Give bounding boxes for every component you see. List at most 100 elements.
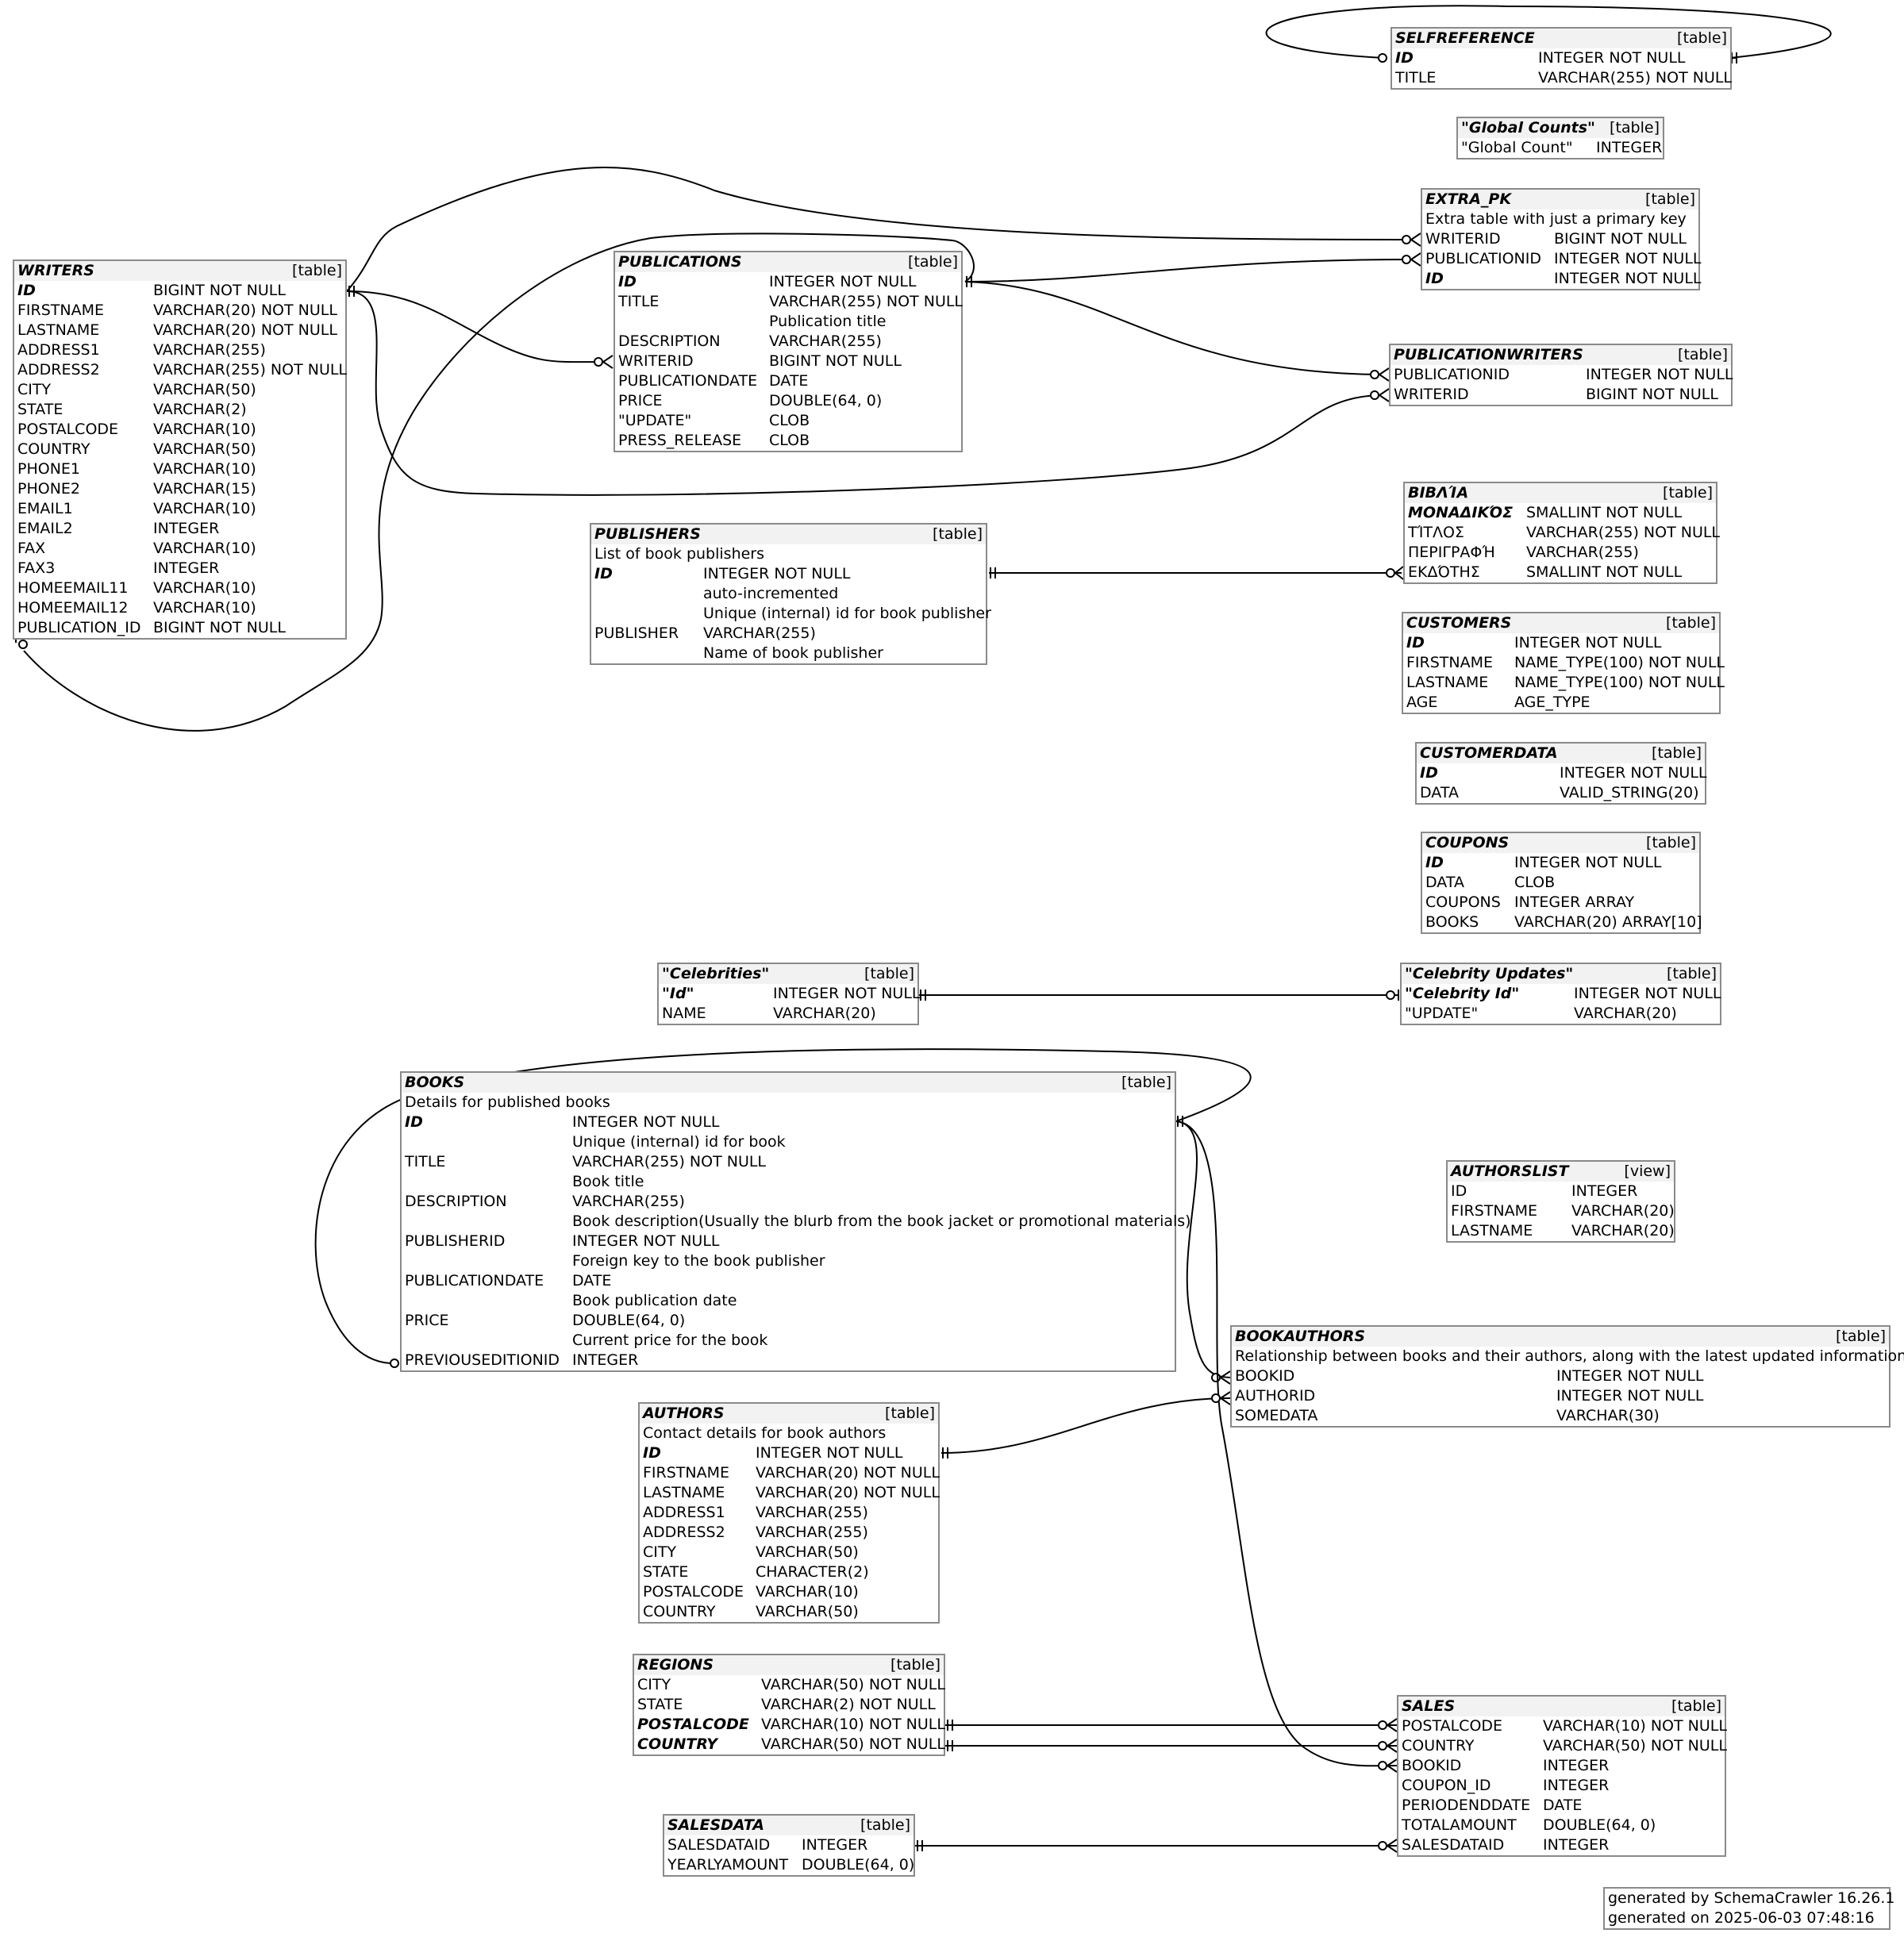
column-name: FAX	[17, 540, 46, 557]
column-type: DOUBLE(64, 0)	[769, 392, 883, 409]
table-name: ΒΙΒΛΊΑ	[1408, 484, 1469, 502]
column-type: NAME_TYPE(100) NOT NULL	[1514, 654, 1725, 671]
column-row: PRICE DOUBLE(64, 0)	[615, 391, 961, 411]
column-remark-row: auto-incremented	[591, 584, 986, 604]
column-name: ΜΟΝΑΔΙΚΌΣ	[1408, 504, 1514, 521]
column-type: BIGINT NOT NULL	[153, 619, 286, 636]
column-type: INTEGER NOT NULL	[769, 273, 917, 290]
column-type: Book publication date	[572, 1292, 737, 1309]
column-name: STATE	[637, 1696, 683, 1713]
column-name	[402, 1212, 572, 1232]
column-type: CLOB	[769, 412, 810, 429]
column-name: PUBLICATIONID	[1394, 366, 1510, 383]
column-name: HOMEEMAIL12	[17, 599, 129, 617]
table-header: SALES[table]	[1398, 1697, 1725, 1716]
column-name: PUBLICATIONDATE	[618, 372, 758, 390]
table-header: CUSTOMERDATA[table]	[1417, 744, 1705, 763]
column-type: DOUBLE(64, 0)	[1543, 1816, 1656, 1834]
column-type: INTEGER	[1596, 139, 1663, 156]
column-type: VARCHAR(20) NOT NULL	[756, 1464, 940, 1482]
column-name: WRITERID	[1394, 386, 1469, 403]
table-type: [table]	[1667, 965, 1717, 982]
table-celebrities: "Celebrities"[table]"Id"INTEGER NOT NULL…	[657, 963, 921, 1025]
column-name: "Global Count"	[1461, 139, 1573, 156]
column-name: SALESDATAID	[1402, 1836, 1505, 1854]
column-name: STATE	[643, 1563, 689, 1581]
table-type: [table]	[864, 965, 914, 982]
column-name: ΕΚΔΌΤΗΣ	[1408, 563, 1480, 581]
table-name: WRITERS	[17, 262, 94, 279]
table-type: [table]	[1610, 119, 1660, 136]
column-type: INTEGER	[153, 559, 220, 577]
column-name: PRICE	[618, 392, 663, 409]
table-remarks: Contact details for book authors	[643, 1424, 887, 1442]
column-name: TITLE	[1395, 69, 1437, 86]
column-name: POSTALCODE	[643, 1583, 744, 1601]
column-remark-row: Current price for the book	[402, 1331, 1175, 1351]
column-type: VARCHAR(10) NOT NULL	[761, 1716, 945, 1733]
column-name: HOMEEMAIL11	[17, 579, 129, 597]
table-remarks: Details for published books	[405, 1093, 610, 1111]
table-header: AUTHORS[table]	[640, 1404, 938, 1424]
column-name: DESCRIPTION	[618, 332, 721, 350]
column-type: VARCHAR(255)	[769, 332, 882, 350]
table-header: CUSTOMERS[table]	[1403, 613, 1719, 633]
column-row: "UPDATE"VARCHAR(20)	[1402, 1004, 1720, 1024]
column-type: VARCHAR(15)	[153, 480, 256, 498]
column-type: VARCHAR(255) NOT NULL	[572, 1153, 767, 1170]
rel-books-sales	[1175, 1120, 1399, 1767]
column-type: Publication title	[769, 313, 887, 330]
column-name: "UPDATE"	[618, 412, 692, 429]
column-type: Unique (internal) id for book	[572, 1133, 786, 1151]
column-remark-row: Book description(Usually the blurb from …	[402, 1212, 1191, 1232]
column-name: AGE	[1406, 694, 1438, 711]
column-name: ADDRESS1	[17, 341, 100, 359]
column-type: AGE_TYPE	[1514, 694, 1591, 711]
table-type: [table]	[860, 1816, 910, 1834]
column-name: ID	[618, 273, 637, 290]
column-type: INTEGER	[802, 1836, 868, 1854]
column-name: ID	[17, 282, 36, 299]
column-row: "UPDATE" CLOB	[615, 411, 961, 431]
table-type: [table]	[885, 1405, 935, 1422]
table-header: PUBLICATIONS[table]	[615, 252, 961, 272]
column-name: LASTNAME	[643, 1484, 725, 1501]
column-name: WRITERID	[1425, 230, 1501, 248]
column-type: DATE	[1543, 1797, 1583, 1814]
column-type: VARCHAR(50)	[756, 1543, 859, 1561]
column-type: INTEGER NOT NULL	[1556, 1367, 1704, 1385]
column-row: "Celebrity Id"INTEGER NOT NULL	[1402, 984, 1721, 1004]
column-name	[591, 584, 703, 604]
table-name: COUPONS	[1425, 834, 1510, 851]
table-type: [table]	[1671, 1697, 1721, 1715]
column-type: VARCHAR(10)	[153, 579, 256, 597]
column-remark-row: Unique (internal) id for book	[402, 1132, 1175, 1152]
